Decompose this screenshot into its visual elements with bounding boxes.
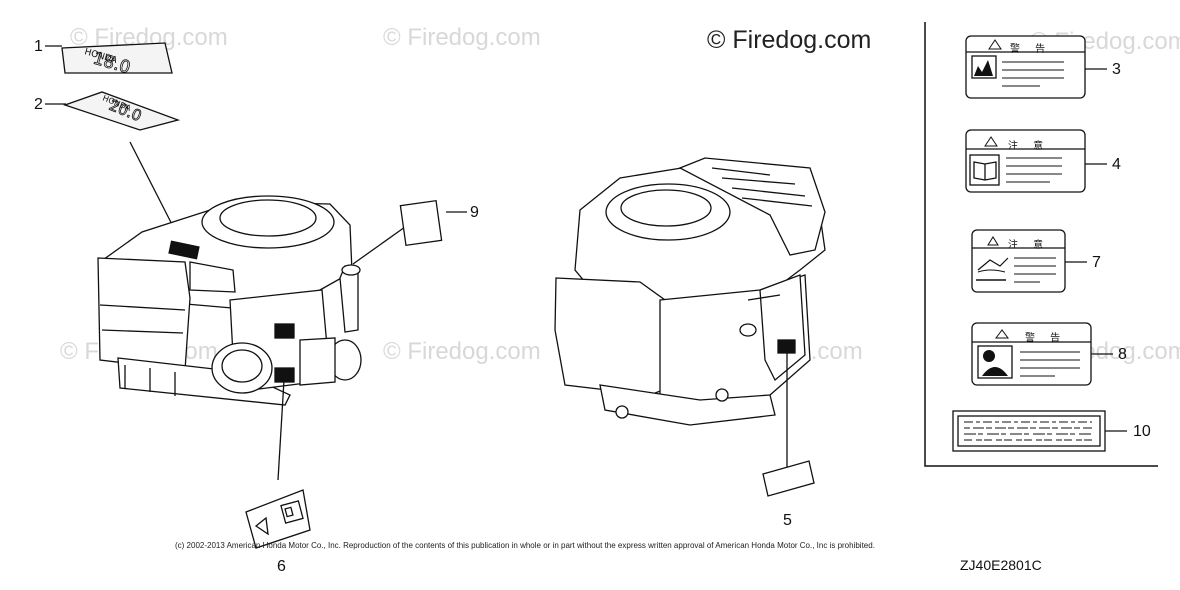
watermark: © Firedog.com (383, 24, 541, 51)
label-8-icon (971, 322, 1092, 386)
label-4-heading: 注 意 (1008, 141, 1050, 152)
copyright-notice: (c) 2002-2013 American Honda Motor Co., … (175, 541, 875, 550)
label-7-heading: 注 意 (1008, 240, 1050, 251)
callout-4: 4 (1112, 156, 1121, 173)
label-7-icon (971, 229, 1066, 293)
label-panel-frame (924, 22, 1158, 467)
left-engine-drawing (97, 195, 362, 406)
callout-7: 7 (1092, 254, 1101, 271)
label-5-icon (762, 460, 815, 497)
label-3-icon (965, 35, 1086, 99)
brand-watermark: © Firedog.com (707, 26, 872, 54)
diagram-id: ZJ40E2801C (960, 557, 1042, 573)
label-4-icon (965, 129, 1086, 193)
decal-20-icon: HONDA 20.0 (62, 91, 181, 131)
decal-18-icon: HONDA 18.0 (61, 42, 173, 79)
callout-9: 9 (470, 204, 479, 221)
callout-8: 8 (1118, 346, 1127, 363)
callout-1: 1 (34, 38, 43, 55)
right-engine-drawing (554, 157, 826, 426)
callout-10: 10 (1133, 423, 1151, 440)
watermark: © Firedog.com (383, 338, 541, 365)
callout-2: 2 (34, 96, 43, 113)
label-9-icon (399, 199, 443, 247)
callout-6: 6 (277, 558, 286, 575)
label-8-heading: 警 告 (1025, 333, 1067, 344)
label-6-icon (245, 489, 311, 549)
callout-5: 5 (783, 512, 792, 529)
label-10-icon (952, 410, 1106, 452)
callout-3: 3 (1112, 61, 1121, 78)
label-3-heading: 警 告 (1010, 44, 1052, 55)
